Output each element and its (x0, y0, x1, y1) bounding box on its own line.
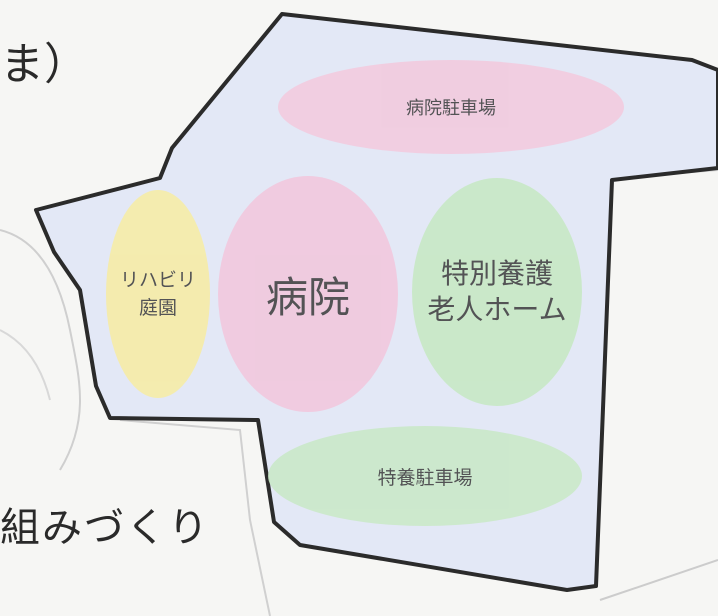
zone-hospital-label: 病院 (265, 272, 350, 322)
zone-rehab-garden-label: リハビリ 庭園 (119, 269, 196, 319)
zone-hospital: 病院 (218, 176, 398, 412)
zone-nursing-home-label: 特別養護 老人ホーム (427, 257, 567, 326)
zone-nursing-parking: 特養駐車場 (268, 426, 582, 526)
zone-nursing-parking-label: 特養駐車場 (377, 466, 473, 489)
text-fragment-bottom: 組みづくり (0, 505, 210, 551)
zone-nursing-home: 特別養護 老人ホーム (412, 178, 582, 406)
zone-hospital-parking: 病院駐車場 (278, 60, 624, 154)
text-fragment-top: ま） (0, 39, 88, 90)
zone-hospital-parking-label: 病院駐車場 (406, 98, 496, 119)
zone-rehab-garden: リハビリ 庭園 (106, 190, 210, 398)
